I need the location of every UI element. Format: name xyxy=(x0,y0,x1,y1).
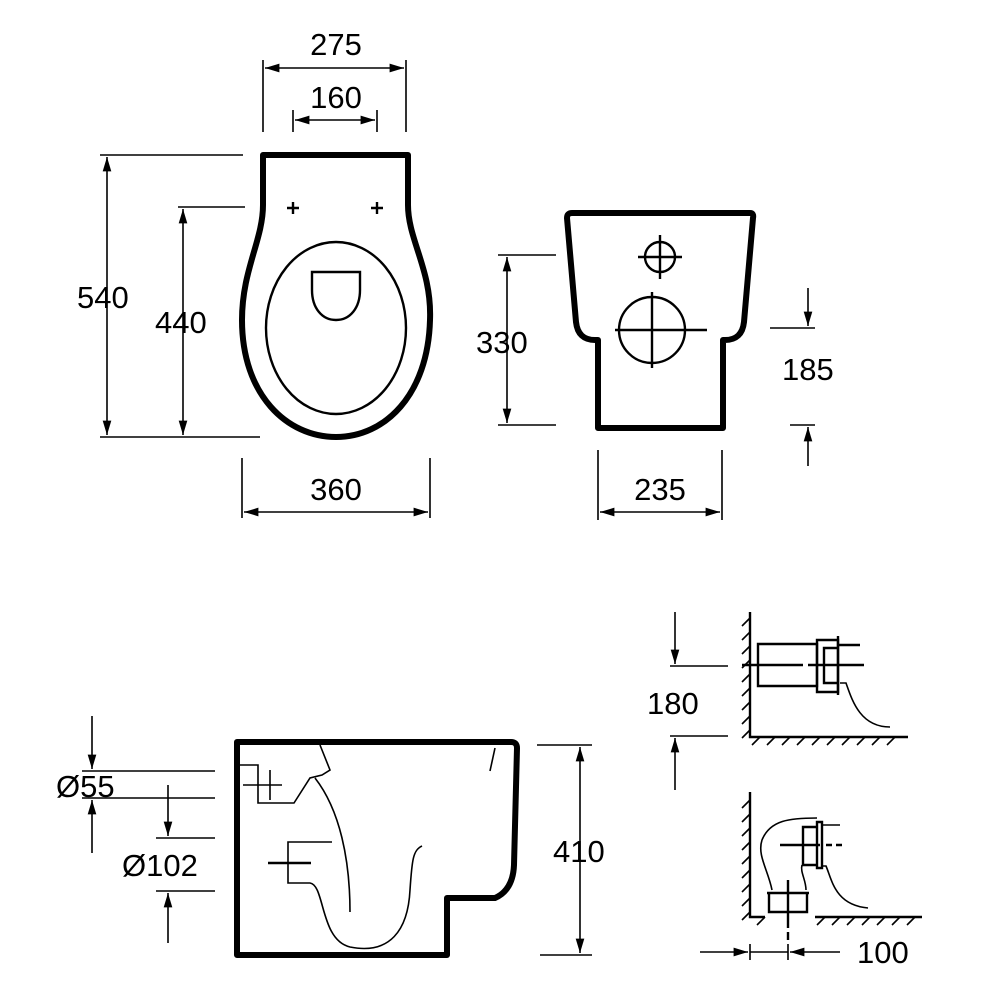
dim-floor-outlet-offset: 100 xyxy=(857,935,909,970)
dim-top-width: 275 xyxy=(310,27,362,62)
dim-outlet-diameter: Ø102 xyxy=(122,848,198,883)
fixing-hole-left-icon xyxy=(287,202,299,214)
dim-step-height: 185 xyxy=(782,352,834,387)
dim-bowl-width: 360 xyxy=(310,472,362,507)
top-view-outline xyxy=(239,152,434,440)
dim-hole-spacing: 160 xyxy=(310,80,362,115)
bowl-rim xyxy=(264,240,408,416)
inlet-circle-icon xyxy=(638,235,682,279)
bowl-outlet xyxy=(310,270,362,322)
side-view: Ø55 Ø102 410 xyxy=(56,716,605,958)
outlet-circle-icon xyxy=(615,292,707,368)
rear-view-outline xyxy=(564,210,757,431)
fixing-hole-right-icon xyxy=(371,202,383,214)
dim-total-length: 540 xyxy=(77,280,129,315)
dim-side-height: 410 xyxy=(553,834,605,869)
wall-outlet-detail: 180 xyxy=(647,612,908,790)
floor-outlet-detail: 100 xyxy=(700,792,922,970)
dim-inlet-height: 330 xyxy=(476,325,528,360)
rear-view: 330 185 235 xyxy=(476,210,834,520)
dim-wall-outlet-height: 180 xyxy=(647,686,699,721)
dim-hole-to-front: 440 xyxy=(155,305,207,340)
dim-inlet-diameter: Ø55 xyxy=(56,769,115,804)
dim-base-width: 235 xyxy=(634,472,686,507)
top-view: 275 160 540 440 360 xyxy=(77,27,434,518)
side-view-outline xyxy=(234,739,520,958)
